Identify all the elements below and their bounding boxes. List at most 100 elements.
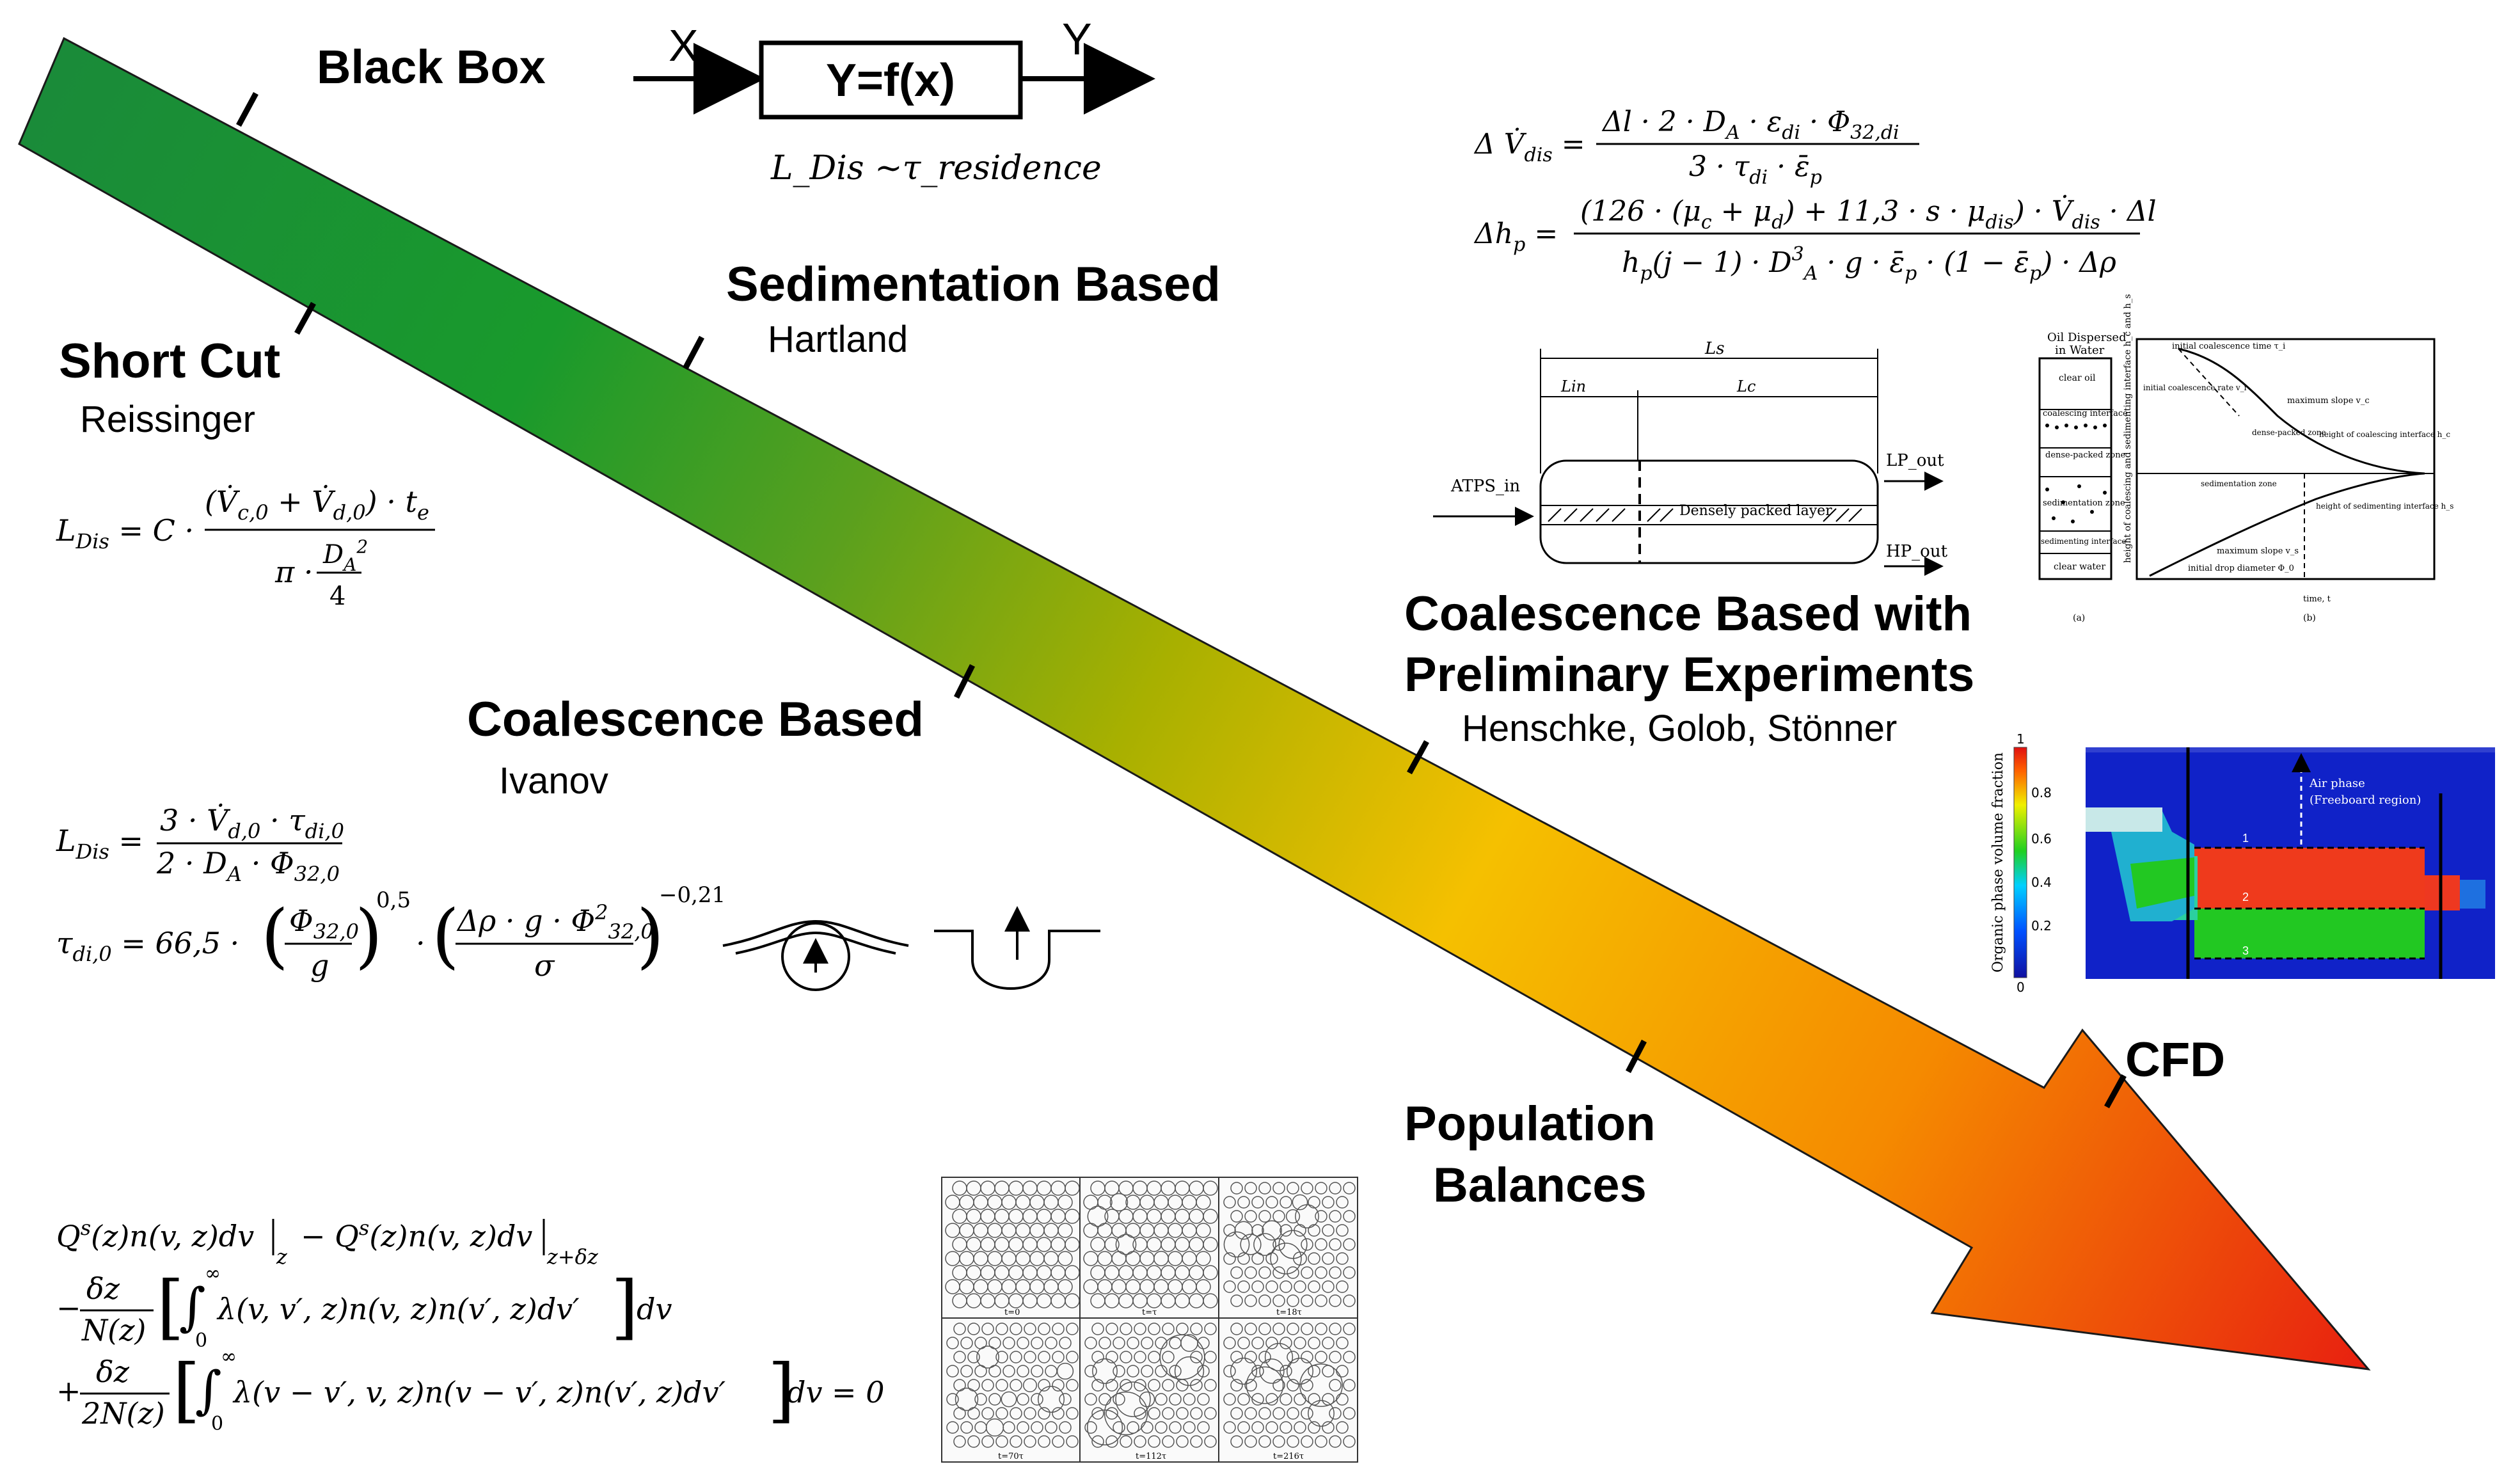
- droplet-circle: [967, 1323, 980, 1335]
- droplet-circle: [960, 1337, 973, 1349]
- droplet-circle: [1162, 1351, 1175, 1363]
- droplet-circle: [1169, 1365, 1182, 1378]
- svg-text:−0,21: −0,21: [659, 882, 725, 908]
- svg-text:dv = 0: dv = 0: [787, 1375, 885, 1410]
- droplet-circle: [1024, 1435, 1036, 1448]
- droplet-circle: [1343, 1323, 1356, 1335]
- svg-text:LDis =: LDis =: [56, 823, 143, 864]
- droplet-circle: [1251, 1252, 1264, 1265]
- droplet-circle: [1244, 1351, 1257, 1363]
- droplet-circle: [981, 1323, 994, 1335]
- batch-b-ann-dense: dense-packed zone: [2252, 428, 2326, 437]
- droplet-circle: [1134, 1323, 1146, 1335]
- droplet-circle: [1120, 1435, 1132, 1448]
- pbe-caption-2: t=τ: [1142, 1308, 1157, 1317]
- droplet-circle: [1295, 1204, 1319, 1228]
- droplet-circle: [1010, 1435, 1022, 1448]
- svg-text:3 · V̇d,0 · τdi,0: 3 · V̇d,0 · τdi,0: [160, 803, 344, 843]
- tick-cfd: [2104, 1074, 2127, 1109]
- droplet-circle: [1066, 1323, 1079, 1335]
- droplet-circle: [1329, 1266, 1342, 1279]
- tick-short-cut: [294, 301, 316, 335]
- batch-a-zone-clear-water: clear water: [2054, 562, 2105, 572]
- arrow-tick-marks: [236, 91, 2127, 1109]
- cbar-tick-0: 0: [2017, 980, 2025, 995]
- droplet-circle: [1272, 1238, 1285, 1251]
- droplet-circle: [981, 1407, 994, 1420]
- cfd-marker-3: 3: [2242, 944, 2249, 957]
- droplet-circle: [1301, 1407, 1313, 1420]
- droplet-circle: [1301, 1238, 1313, 1251]
- droplet-circle: [1287, 1379, 1299, 1392]
- droplet-circle: [1230, 1435, 1243, 1448]
- coalescence-prelim-title-1: Coalescence Based with: [1404, 587, 1972, 641]
- droplet-circle: [1240, 1234, 1262, 1255]
- svg-text:− Qs(z)n(v, z)dv: − Qs(z)n(v, z)dv: [301, 1216, 532, 1253]
- batch-a-zone-clear-oil: clear oil: [2059, 373, 2096, 383]
- droplet-circle: [1251, 1280, 1264, 1293]
- svg-text:(V̇c,0 + V̇d,0) · te: (V̇c,0 + V̇d,0) · te: [205, 484, 429, 525]
- droplet-circle: [1343, 1407, 1356, 1420]
- svg-text:∞: ∞: [221, 1346, 237, 1368]
- droplet-circle: [1223, 1252, 1236, 1265]
- svg-text:∫: ∫: [179, 1277, 206, 1337]
- droplet-circle: [1253, 1233, 1276, 1256]
- droplet-circle: [1045, 1421, 1058, 1434]
- droplet-circle: [1162, 1407, 1175, 1420]
- droplet-circle: [1230, 1323, 1243, 1335]
- droplet-circle: [1104, 1237, 1120, 1252]
- droplet-circle: [1148, 1435, 1161, 1448]
- batch-settling-panel-b: height of coalescing and sedimenting int…: [2123, 294, 2453, 624]
- droplet-circle: [1052, 1379, 1065, 1392]
- input-label: X: [669, 20, 699, 70]
- svg-text:σ: σ: [534, 948, 555, 983]
- droplet-circle: [1251, 1365, 1264, 1378]
- droplet-circle: [1237, 1421, 1250, 1434]
- droplet-circle: [1056, 1362, 1074, 1380]
- coalescence-prelim-title-2: Preliminary Experiments: [1404, 648, 1974, 702]
- droplet-circle: [1287, 1351, 1299, 1363]
- droplet-circle: [1134, 1351, 1146, 1363]
- droplet-circle: [995, 1435, 1008, 1448]
- droplet-circle: [1203, 1237, 1218, 1252]
- droplet-circle: [1308, 1400, 1335, 1427]
- sedimentation-title: Sedimentation Based: [726, 257, 1221, 312]
- droplet-circle: [1244, 1210, 1257, 1223]
- droplet-circle: [1285, 1209, 1301, 1224]
- droplet-circle: [1230, 1357, 1258, 1385]
- tick-coalescence: [953, 664, 976, 699]
- batch-a-zone-coalescing: coalescing interface: [2043, 409, 2128, 418]
- svg-text:2N(z): 2N(z): [81, 1396, 165, 1431]
- droplet-circle: [1265, 1421, 1278, 1434]
- pbe-caption-6: t=216τ: [1273, 1452, 1304, 1461]
- droplet-circle: [1251, 1196, 1264, 1209]
- droplet-circle: [1204, 1407, 1217, 1420]
- droplet-circle: [1134, 1435, 1146, 1448]
- droplet-circle: [1294, 1393, 1306, 1406]
- droplet-circle: [1329, 1210, 1342, 1223]
- svg-text:): ): [355, 894, 383, 976]
- droplet-circle: [1272, 1266, 1285, 1279]
- droplet-circle: [1234, 1221, 1253, 1240]
- droplet-circle: [1052, 1435, 1065, 1448]
- population-balance-equation: Qs(z)n(v, z)dv z − Qs(z)n(v, z)dv z+δz −…: [56, 1216, 885, 1435]
- droplet-circle: [955, 1387, 979, 1411]
- droplet-circle: [1010, 1379, 1022, 1392]
- svg-text:λ(v, v′, z)n(v, z)n(v′, z)dv′: λ(v, v′, z)n(v, z)n(v′, z)dv′: [216, 1292, 580, 1326]
- droplet-circle: [1134, 1379, 1146, 1392]
- droplet-circle: [1258, 1351, 1271, 1363]
- cfd-annotation-2: (Freeboard region): [2310, 793, 2421, 807]
- droplet-circle: [1105, 1407, 1118, 1420]
- tick-coalescence-prelim: [1407, 740, 1429, 775]
- droplet-circle: [995, 1323, 1008, 1335]
- batch-b-x-axis: time, t: [2303, 594, 2331, 604]
- droplet-circle: [1329, 1238, 1342, 1251]
- svg-text:·: ·: [416, 926, 425, 960]
- droplet-circle: [1086, 1409, 1123, 1446]
- svg-text:z+δz: z+δz: [546, 1244, 599, 1269]
- droplet-circle: [974, 1393, 987, 1406]
- svg-text:[: [: [157, 1266, 184, 1347]
- droplet-circle: [1301, 1294, 1313, 1307]
- function-box-label: Y=f(x): [826, 55, 955, 106]
- droplet-circle: [967, 1407, 980, 1420]
